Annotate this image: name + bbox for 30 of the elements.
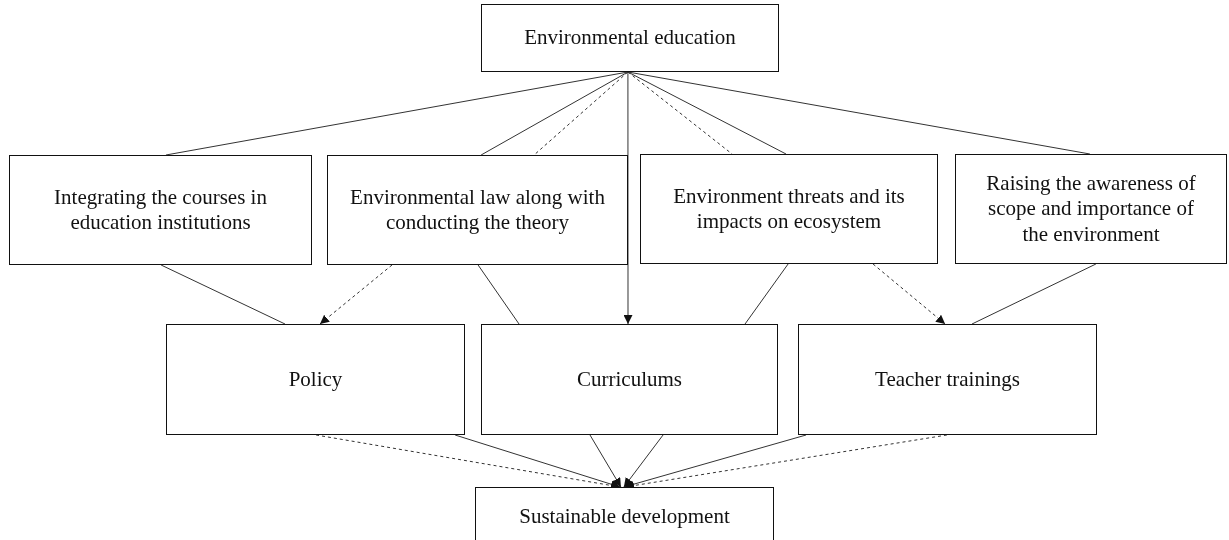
connector — [623, 434, 664, 488]
box-label: Raising the awareness of scope and importance of the environment — [985, 171, 1197, 247]
box-label: Environmental education — [523, 25, 737, 51]
process-box — [475, 487, 774, 540]
box-label: Teacher trainings — [874, 366, 1021, 393]
process-box — [9, 155, 312, 265]
dashed-connector — [533, 71, 629, 156]
connector — [627, 71, 787, 155]
box-label: Environment threats and its impacts on ecosystem — [672, 183, 906, 235]
process-box — [798, 324, 1097, 435]
dashed-connector — [872, 263, 946, 325]
process-box — [640, 154, 938, 264]
box-label: Curriculums — [576, 366, 683, 393]
connector — [454, 434, 621, 489]
connector — [160, 264, 286, 325]
dashed-connector — [319, 264, 393, 325]
connector — [971, 263, 1097, 325]
connector — [477, 264, 520, 325]
connector — [589, 434, 622, 488]
process-box — [481, 324, 778, 435]
process-box — [166, 324, 465, 435]
process-box — [955, 154, 1227, 264]
box-label: Policy — [287, 366, 344, 393]
process-box — [327, 155, 628, 265]
box-label: Integrating the courses in education institutions — [53, 184, 268, 236]
connector — [623, 434, 807, 489]
box-label: Environmental law along with conducting the theory — [349, 184, 606, 236]
connector — [744, 263, 789, 325]
process-box — [481, 4, 779, 72]
box-label: Sustainable development — [518, 504, 731, 530]
